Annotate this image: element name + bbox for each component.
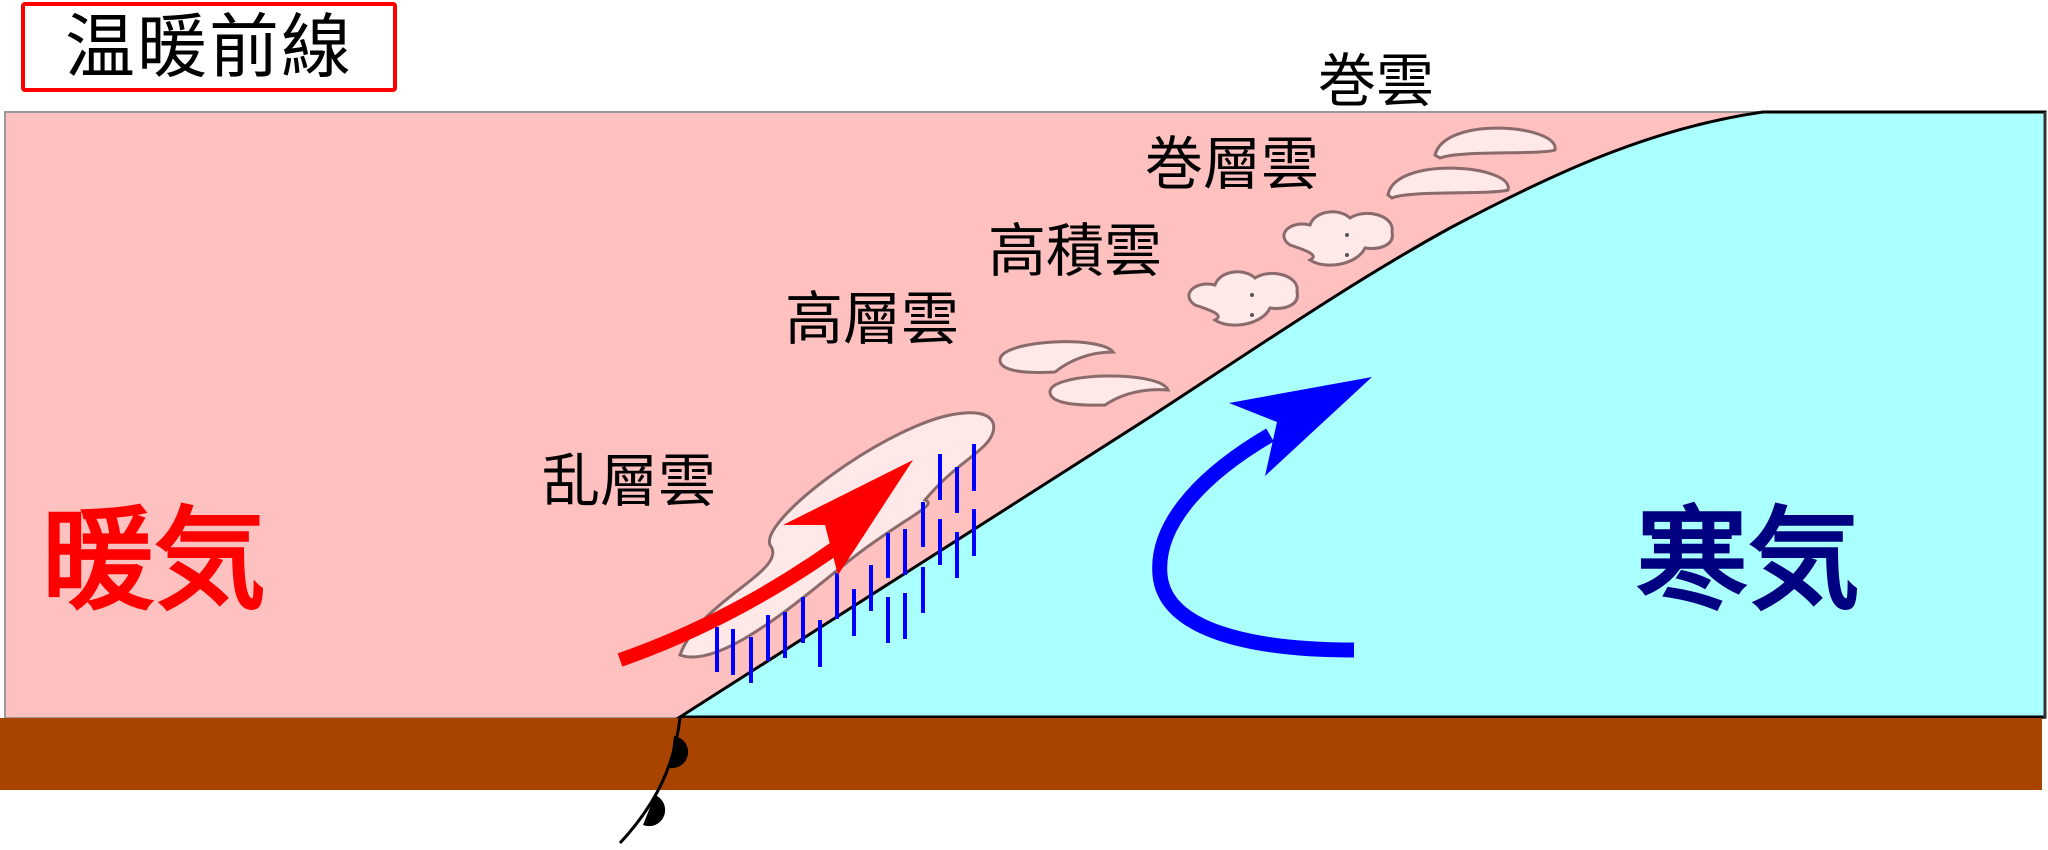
rain-lines: [715, 444, 976, 683]
title-box: 温暖前線: [21, 2, 397, 92]
cold-air-region: [674, 110, 2047, 719]
label-altostratus: 高層雲: [785, 285, 960, 353]
warm-air-arrow-icon: [617, 460, 913, 667]
ground: [0, 718, 2042, 790]
label-warm-air: 暖気: [42, 496, 266, 626]
cold-air-arrow-icon: [1152, 377, 1372, 658]
altostratus-clouds: [998, 340, 1171, 407]
label-cold-air: 寒気: [1636, 496, 1860, 626]
label-cirrus: 巻雲: [1318, 47, 1435, 115]
diagram-title: 温暖前線: [65, 6, 353, 88]
label-cirrostratus: 巻層雲: [1145, 130, 1320, 198]
altocumulus-clouds: [1187, 210, 1394, 327]
label-altocumulus: 高積雲: [988, 217, 1163, 285]
label-nimbostratus: 乱層雲: [542, 447, 717, 515]
warm-front-symbol: [618, 717, 689, 845]
cirrus-clouds: [1386, 126, 1557, 200]
